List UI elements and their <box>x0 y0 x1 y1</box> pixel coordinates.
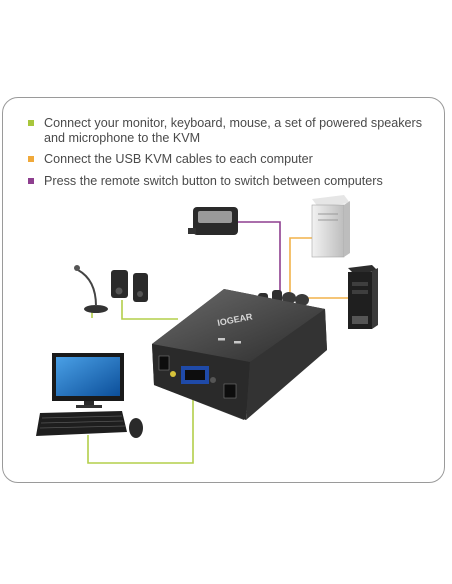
computer-1-tower-icon <box>311 195 350 258</box>
step-connect-usb-cables: Connect the USB KVM cables to each compu… <box>28 152 428 167</box>
remote-switch <box>188 207 238 235</box>
green-bullet-icon <box>28 120 34 126</box>
step-connect-peripherals: Connect your monitor, keyboard, mouse, a… <box>28 116 428 145</box>
speakers-icon <box>111 270 148 302</box>
kvm-switch <box>152 289 327 420</box>
usb-cable-computer-1 <box>289 237 312 292</box>
microphone-icon <box>74 265 108 313</box>
orange-bullet-icon <box>28 156 34 162</box>
peripheral-cable <box>87 393 194 464</box>
step-text: Press the remote switch button to switch… <box>44 173 383 188</box>
step-press-remote: Press the remote switch button to switch… <box>28 174 428 189</box>
computer-2-tower-icon <box>348 265 378 329</box>
purple-bullet-icon <box>28 177 34 184</box>
keyboard-icon <box>36 411 127 436</box>
monitor-icon <box>52 353 124 408</box>
remote-cable <box>238 221 281 295</box>
mouse-icon <box>129 418 143 438</box>
step-text: Connect the USB KVM cables to each compu… <box>44 152 313 166</box>
instruction-steps: Connect your monitor, keyboard, mouse, a… <box>28 116 428 195</box>
step-text: Connect your monitor, keyboard, mouse, a… <box>44 116 423 145</box>
